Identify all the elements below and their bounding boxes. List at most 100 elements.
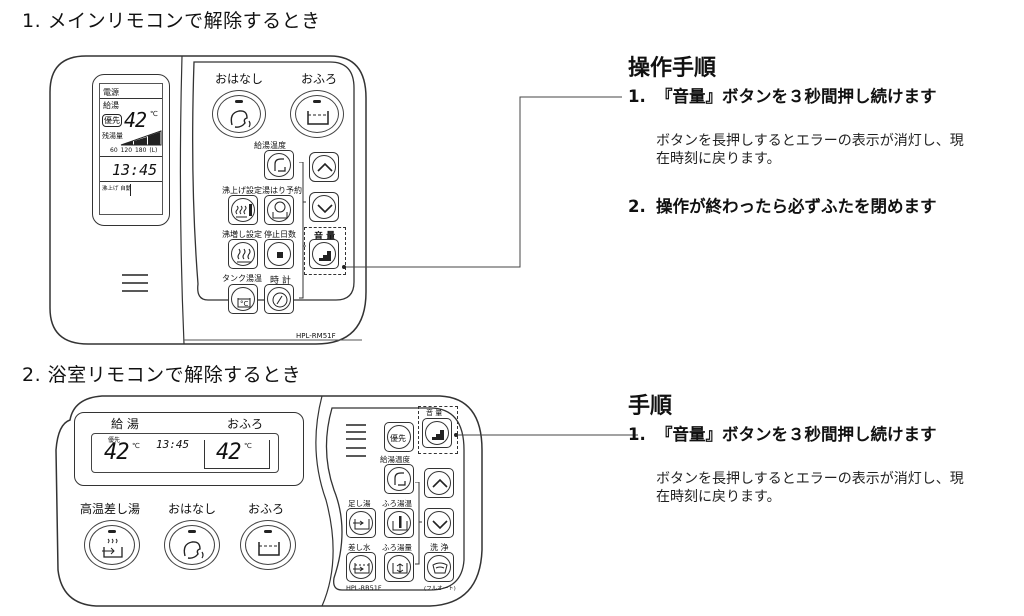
chevron-up-icon <box>432 478 448 488</box>
bath-volume-label: ふろ湯量 <box>382 543 412 552</box>
tank-temp-button[interactable]: °C <box>228 284 258 314</box>
lcd-remaining-gauge <box>120 130 162 146</box>
supply-temp-label: 給湯温度 <box>380 455 410 464</box>
instructions-2-heading: 手順 <box>628 394 673 419</box>
chevron-down-icon <box>317 204 333 214</box>
lcd-bath-label: おふろ <box>227 417 264 431</box>
talk-icon <box>183 541 204 559</box>
volume-button[interactable] <box>309 239 339 269</box>
volume-steps-icon <box>319 251 331 261</box>
ohanashi-label: おはなし <box>214 72 263 86</box>
down-button[interactable] <box>424 508 454 538</box>
bath-temp-label: ふろ湯温 <box>382 499 412 508</box>
tank-celsius-icon: °C <box>237 298 251 308</box>
lcd-unit: ℃ <box>150 110 158 118</box>
heat-thermometer-icon <box>235 204 252 218</box>
supply-temp-button[interactable] <box>384 464 414 494</box>
up-button[interactable] <box>309 152 339 182</box>
lcd-clock: 13:45 <box>112 161 158 179</box>
lcd-power-label: 電源 <box>103 88 119 97</box>
lcd-clock: 13:45 <box>156 438 190 451</box>
clock-label: 時 計 <box>270 276 291 286</box>
supply-temp-label: 給湯温度 <box>254 141 286 150</box>
up-button[interactable] <box>424 468 454 498</box>
ofuro-label: おふろ <box>300 72 337 86</box>
wash-button[interactable] <box>424 552 454 582</box>
bath-thermometer-icon <box>392 516 408 531</box>
step-note: ボタンを長押しするとエラーの表示が消灯し、現在時刻に戻ります。 <box>656 471 964 505</box>
volume-label: 音 量 <box>314 232 336 242</box>
add-hot-label: 足し湯 <box>348 499 371 508</box>
lcd-temp-right: 42 <box>216 440 241 465</box>
ohanashi-button[interactable] <box>164 520 220 570</box>
wash-sublabel: (フルオート) <box>424 586 456 592</box>
talk-icon <box>230 110 251 128</box>
ohanashi-label: おはなし <box>167 502 216 516</box>
bathtub-icon <box>307 111 329 125</box>
stop-days-label: 停止日数 <box>264 230 296 239</box>
step-text: 『音量』ボタンを３秒間押し続けます <box>656 87 937 106</box>
ohanashi-button[interactable] <box>212 90 266 138</box>
lcd-unit-right: ℃ <box>244 442 252 450</box>
bracket-line <box>299 162 306 299</box>
add-water-label: 差し水 <box>348 543 371 552</box>
volume-highlight-box <box>418 406 458 454</box>
timer-bath-icon <box>272 201 288 219</box>
bath-volume-button[interactable] <box>384 552 414 582</box>
supply-temp-button[interactable] <box>264 150 294 180</box>
boil-setting-button[interactable] <box>228 195 258 225</box>
clock-button[interactable] <box>264 284 294 314</box>
lcd-hot-water-label: 給湯 <box>103 101 119 110</box>
volume-button[interactable] <box>422 418 452 448</box>
step-number: 1. <box>628 425 646 444</box>
lcd-temperature: 42 <box>124 108 147 132</box>
chevron-down-icon <box>432 520 448 530</box>
add-hot-tub-icon <box>353 519 370 530</box>
step-note: ボタンを長押しするとエラーの表示が消灯し、現在時刻に戻ります。 <box>656 133 964 167</box>
bath-remote: 給 湯 おふろ 優先 42 ℃ 13:45 42 ℃ 高温差し湯 おはなし おふ… <box>50 390 488 612</box>
speaker-grille-icon <box>346 424 366 457</box>
lcd-scale: 60 120 180 (L) <box>110 147 158 154</box>
bath-level-icon <box>392 563 408 574</box>
lcd-hot-water-label: 給 湯 <box>111 417 139 431</box>
section-2-title: 2. 浴室リモコンで解除するとき <box>22 364 302 386</box>
reheat-setting-button[interactable] <box>228 239 258 269</box>
bath-reserve-label: 湯はり予約 <box>262 186 302 195</box>
boil-setting-label: 沸上げ設定 <box>222 186 262 195</box>
add-water-button[interactable] <box>346 552 376 582</box>
step-text: 操作が終わったら必ずふたを閉めます <box>656 197 937 216</box>
reheat-setting-label: 沸増し設定 <box>222 230 262 239</box>
stop-days-button[interactable] <box>264 239 294 269</box>
lcd-unit-left: ℃ <box>132 442 140 450</box>
volume-label: 音 量 <box>426 409 443 417</box>
steam-icon <box>237 248 251 263</box>
faucet-icon <box>394 472 406 486</box>
ofuro-button[interactable] <box>290 90 344 138</box>
bath-lcd: 給 湯 おふろ 優先 42 ℃ 13:45 42 ℃ <box>74 412 304 486</box>
priority-button[interactable]: 優先 <box>384 422 414 452</box>
lcd-temp-left: 42 <box>104 440 129 465</box>
main-remote: 電源 給湯 優先 42 ℃ 残湯量 60 120 180 (L) 13:45 沸… <box>40 52 372 348</box>
lcd-priority: 優先 <box>108 437 121 444</box>
high-temp-add-button[interactable] <box>84 520 140 570</box>
add-water-tub-icon <box>353 563 370 574</box>
step-number: 2. <box>628 197 646 216</box>
main-lcd: 電源 給湯 優先 42 ℃ 残湯量 60 120 180 (L) 13:45 沸… <box>92 74 170 226</box>
instructions-1-heading: 操作手順 <box>628 56 717 81</box>
lcd-remaining-label: 残湯量 <box>102 132 123 140</box>
bath-reserve-button[interactable] <box>264 195 294 225</box>
priority-label: 優先 <box>390 434 406 443</box>
lcd-bottom-label: 沸上げ 自動 <box>102 186 132 192</box>
bath-temp-button[interactable] <box>384 508 414 538</box>
down-button[interactable] <box>309 192 339 222</box>
tank-temp-label: タンク湯温 <box>222 274 262 283</box>
bath-remote-model: HPL-RB51F <box>346 584 382 592</box>
ofuro-button[interactable] <box>240 520 296 570</box>
step-text: 『音量』ボタンを３秒間押し続けます <box>656 425 937 444</box>
main-remote-model: HPL-RM51F <box>296 332 336 340</box>
ofuro-label: おふろ <box>247 502 284 516</box>
add-hot-button[interactable] <box>346 508 376 538</box>
volume-steps-icon <box>432 430 444 440</box>
chevron-up-icon <box>317 162 333 172</box>
speaker-grille-icon <box>122 274 148 292</box>
